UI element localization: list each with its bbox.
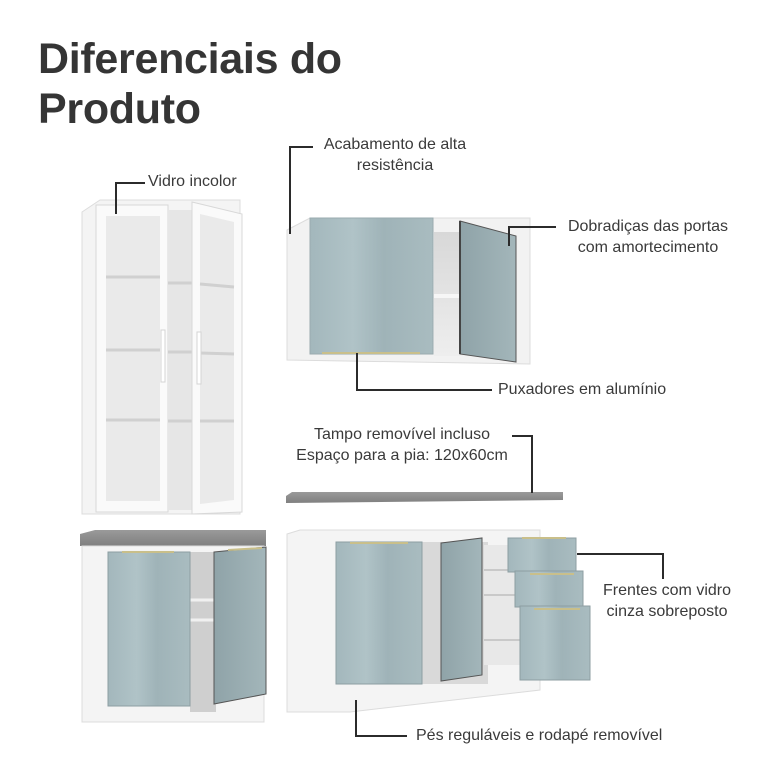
tampo-line-2: Espaço para a pia: 120x60cm bbox=[296, 447, 508, 464]
puxadores-leader-h bbox=[356, 389, 492, 391]
title-line-1: Diferenciais do bbox=[38, 35, 342, 83]
dobradicas-line-2: com amortecimento bbox=[577, 239, 719, 256]
acabamento-line-2: resistência bbox=[356, 157, 434, 174]
glass-cabinet bbox=[81, 199, 243, 515]
frentes-line-2: cinza sobreposto bbox=[606, 603, 728, 620]
callout-puxadores: Puxadores em alumínio bbox=[498, 381, 667, 398]
acabamento-line-1: Acabamento de alta bbox=[323, 136, 467, 153]
acabamento-leader-v bbox=[289, 146, 291, 234]
callout-frentes: Frentes com vidro cinza sobreposto bbox=[594, 580, 740, 622]
tampo-line-1: Tampo removível incluso bbox=[313, 426, 491, 443]
frentes-line-1: Frentes com vidro bbox=[602, 582, 732, 599]
vidro-leader-v bbox=[115, 182, 117, 214]
countertop bbox=[286, 492, 563, 503]
puxadores-leader-v bbox=[356, 353, 358, 390]
title-line-2: Produto bbox=[38, 85, 201, 133]
callout-pes-rodape: Pés reguláveis e rodapé removível bbox=[416, 727, 663, 744]
callout-dobradicas: Dobradiças das portas com amortecimento bbox=[558, 216, 738, 258]
callout-tampo: Tampo removível incluso Espaço para a pi… bbox=[282, 424, 522, 466]
callout-vidro-incolor: Vidro incolor bbox=[148, 173, 237, 190]
frentes-leader-h bbox=[577, 553, 663, 555]
vidro-leader-h bbox=[115, 182, 145, 184]
tampo-leader-v bbox=[531, 435, 533, 493]
wall-cabinet bbox=[286, 217, 531, 365]
pes-leader-h bbox=[355, 735, 407, 737]
sink-base-cabinet bbox=[286, 529, 591, 713]
dobradicas-leader-v bbox=[508, 226, 510, 246]
callout-acabamento: Acabamento de alta resistência bbox=[314, 134, 476, 176]
tampo-leader-h bbox=[512, 435, 532, 437]
page-title: Diferenciais do Produto bbox=[38, 34, 342, 134]
frentes-leader-v bbox=[662, 553, 664, 579]
small-base-cabinet bbox=[80, 530, 267, 723]
dobradicas-leader-h bbox=[508, 226, 556, 228]
dobradicas-line-1: Dobradiças das portas bbox=[567, 218, 729, 235]
pes-leader-v bbox=[355, 700, 357, 736]
acabamento-leader-h bbox=[289, 146, 313, 148]
